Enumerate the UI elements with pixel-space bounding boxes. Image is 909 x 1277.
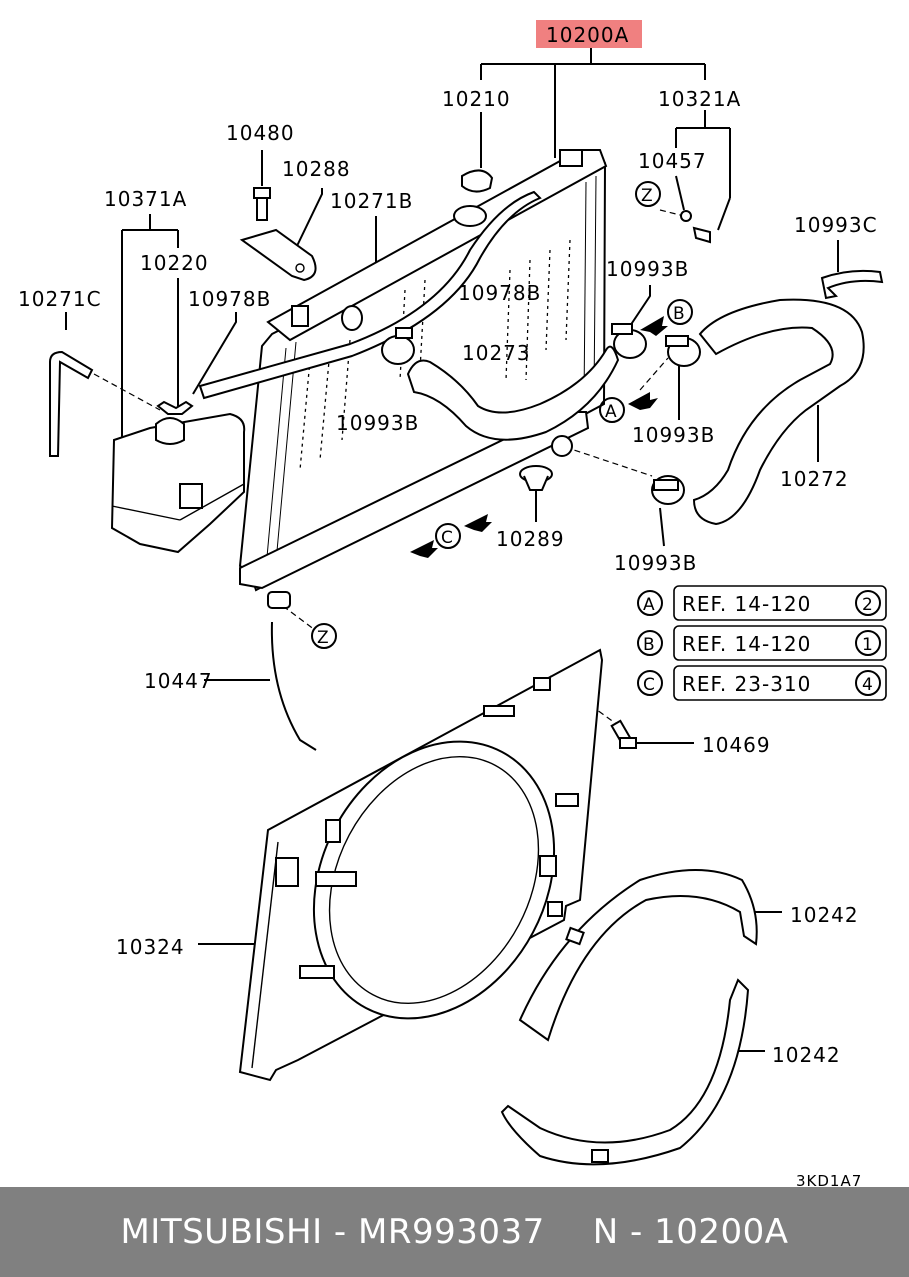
label-10993B-lower: 10993B: [614, 551, 697, 575]
svg-text:Z: Z: [641, 186, 654, 206]
label-10220: 10220: [140, 251, 209, 275]
marker-z-top: Z: [635, 181, 661, 207]
flow-arrows: [410, 316, 668, 558]
n-label: N: [592, 1212, 619, 1252]
label-10210: 10210: [442, 87, 511, 111]
label-10242-lower: 10242: [772, 1043, 841, 1067]
diagram-reference-number: 10200A: [654, 1212, 789, 1252]
svg-text:C: C: [441, 528, 454, 548]
label-10289: 10289: [496, 527, 565, 551]
clip-10457: [680, 210, 692, 222]
label-10457: 10457: [638, 149, 707, 173]
part-number: MR993037: [358, 1212, 545, 1252]
svg-text:B: B: [643, 635, 656, 655]
svg-text:A: A: [605, 402, 618, 422]
svg-text:Z: Z: [317, 628, 330, 648]
label-10273: 10273: [462, 341, 531, 365]
part-number-footer: MITSUBISHI - MR993037 N - 10200A: [0, 1187, 909, 1277]
grommet-10289: [519, 465, 553, 491]
reservoir-cap: [156, 400, 194, 415]
label-10993B-left: 10993B: [336, 411, 419, 435]
label-10324: 10324: [116, 935, 185, 959]
radiator-cap: [461, 169, 494, 193]
svg-text:A: A: [643, 595, 656, 615]
label-10993C: 10993C: [794, 213, 878, 237]
svg-text:B: B: [673, 304, 686, 324]
pin-10321A: [692, 226, 711, 244]
label-10469: 10469: [702, 733, 771, 757]
lower-hose-10272: [692, 298, 865, 526]
bracket-10288: [239, 228, 317, 282]
svg-text:REF. 14-120: REF. 14-120: [682, 592, 811, 616]
svg-text:REF. 23-310: REF. 23-310: [682, 672, 811, 696]
svg-text:C: C: [643, 675, 656, 695]
reserve-tank: [110, 412, 246, 554]
marker-a: A: [599, 397, 625, 423]
hose-10271C: [49, 350, 94, 457]
label-10271B: 10271B: [330, 189, 413, 213]
clamp-10993B-upper: [611, 323, 647, 359]
label-10993B-right: 10993B: [632, 423, 715, 447]
bolt-10469: [610, 719, 637, 749]
drain-hose-10447: [270, 621, 317, 751]
ref-row-a: A REF. 14-120 2: [637, 585, 887, 621]
ref-row-c: C REF. 23-310 4: [637, 665, 887, 701]
label-10272: 10272: [780, 467, 849, 491]
parts-diagram: 10200A 10210 10321A 10480 10288 10457 10…: [18, 20, 887, 1187]
svg-text:4: 4: [862, 675, 874, 695]
clamp-10993B-left: [381, 327, 415, 365]
clamp-10993B-right: [665, 335, 701, 367]
overflow-hose-top: [198, 190, 542, 400]
highlight-box: [536, 20, 642, 48]
callout-lines: [65, 48, 839, 1052]
clamp-10993B-lower: [651, 475, 685, 505]
label-10200A: 10200A: [546, 23, 629, 47]
label-10288: 10288: [282, 157, 351, 181]
svg-text:1: 1: [862, 635, 874, 655]
label-10480: 10480: [226, 121, 295, 145]
label-10242-upper: 10242: [790, 903, 859, 927]
svg-text:REF. 14-120: REF. 14-120: [682, 632, 811, 656]
shroud-upper-10242: [518, 869, 758, 1042]
marker-b: B: [667, 299, 693, 325]
ref-row-b: B REF. 14-120 1: [637, 625, 887, 661]
label-10978B-left: 10978B: [188, 287, 271, 311]
bolt-10480: [253, 187, 271, 221]
marker-c: C: [435, 523, 461, 549]
fan-shroud-10324: [238, 648, 604, 1082]
label-10371A: 10371A: [104, 187, 187, 211]
marker-z-bottom: Z: [311, 623, 337, 649]
svg-text:2: 2: [862, 595, 874, 615]
label-10978B-top: 10978B: [458, 281, 541, 305]
label-10321A: 10321A: [658, 87, 741, 111]
diagram-code: 3KD1A7: [796, 1172, 862, 1187]
label-10447: 10447: [144, 669, 213, 693]
shroud-lower-10242: [500, 978, 750, 1166]
clamp-10993C: [820, 269, 884, 300]
upper-hose-10273: [406, 345, 620, 441]
footer-separator: -: [333, 1212, 347, 1252]
label-10271C: 10271C: [18, 287, 102, 311]
label-10993B-upper: 10993B: [606, 257, 689, 281]
brand-name: MITSUBISHI: [120, 1212, 323, 1252]
footer-separator-2: -: [630, 1212, 643, 1252]
